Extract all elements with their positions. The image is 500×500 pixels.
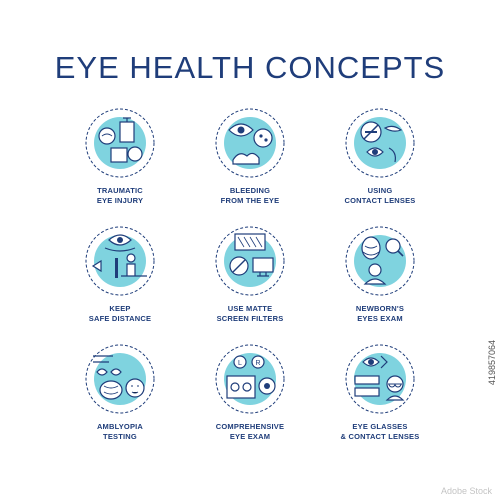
comprehensive-eye-exam-icon: L R xyxy=(215,344,285,414)
eye-glasses-contact-lenses-icon xyxy=(345,344,415,414)
bleeding-from-the-eye-icon xyxy=(215,108,285,178)
svg-text:R: R xyxy=(255,360,260,367)
concept-label: EYE GLASSES& CONTACT LENSES xyxy=(340,422,420,441)
svg-text:L: L xyxy=(238,360,242,367)
keep-safe-distance-icon xyxy=(85,226,155,296)
stock-id: 419857064 xyxy=(487,340,497,386)
newborns-eyes-exam-icon xyxy=(345,226,415,296)
using-contact-lenses-icon xyxy=(345,108,415,178)
concept-item: EYE GLASSES& CONTACT LENSES xyxy=(310,344,450,474)
page-title: EYE HEALTH CONCEPTS xyxy=(54,50,446,85)
amblyopia-testing-icon xyxy=(85,344,155,414)
use-matte-screen-filters-icon xyxy=(215,226,285,296)
traumatic-eye-injury-icon xyxy=(85,108,155,178)
